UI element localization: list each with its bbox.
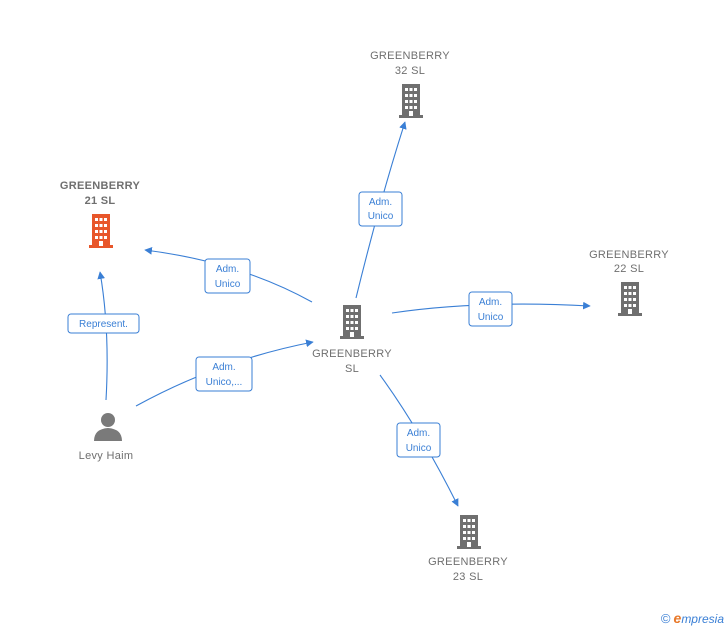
node-greenberry-22-sl[interactable]: GREENBERRY 22 SL [589,249,669,316]
building-icon [618,282,642,316]
svg-text:GREENBERRY: GREENBERRY [60,180,141,192]
edge-label-represent[interactable]: Represent. [67,313,140,334]
edge-label-22[interactable]: Adm. Unico [468,291,513,327]
building-icon [399,84,423,118]
node-greenberry-21-sl[interactable]: GREENBERRY 21 SL [60,180,141,248]
edge-label-32[interactable]: Adm. Unico [358,191,403,227]
svg-text:23 SL: 23 SL [453,571,483,583]
svg-text:GREENBERRY: GREENBERRY [589,249,669,261]
edge-line-represent [97,271,108,401]
svg-text:Adm.: Adm. [369,197,392,208]
svg-text:Adm.: Adm. [212,362,235,373]
footer-brand: ©empresia [661,610,724,626]
svg-text:Unico,...: Unico,... [206,377,243,388]
node-greenberry-sl[interactable]: GREENBERRY SL [312,305,392,375]
building-icon [89,214,113,248]
node-levy-haim[interactable]: Levy Haim [79,413,134,462]
svg-text:GREENBERRY: GREENBERRY [428,556,508,568]
building-icon [340,305,364,339]
svg-text:22 SL: 22 SL [614,263,644,275]
svg-text:GREENBERRY: GREENBERRY [370,50,450,62]
edge-label-21[interactable]: Adm. Unico [204,258,251,294]
svg-text:Unico: Unico [215,279,241,290]
edge-label-23[interactable]: Adm. Unico [396,422,441,458]
svg-text:Represent.: Represent. [79,319,128,330]
node-greenberry-23-sl[interactable]: GREENBERRY 23 SL [428,515,508,583]
building-icon [457,515,481,549]
svg-text:GREENBERRY: GREENBERRY [312,348,392,360]
svg-text:Adm.: Adm. [407,428,430,439]
brand-logo-e: e [673,610,682,626]
brand-name: mpresia [681,612,724,626]
svg-text:32 SL: 32 SL [395,65,425,77]
copyright-symbol: © [660,611,671,626]
svg-text:Levy Haim: Levy Haim [79,450,134,462]
svg-text:Adm.: Adm. [479,297,502,308]
svg-text:Unico: Unico [478,312,504,323]
person-icon [94,413,122,441]
edge-label-levy[interactable]: Adm. Unico,... [195,356,253,392]
svg-text:SL: SL [345,363,359,375]
svg-text:Adm.: Adm. [216,264,239,275]
node-greenberry-32-sl[interactable]: GREENBERRY 32 SL [370,50,450,118]
svg-text:Unico: Unico [368,211,394,222]
svg-text:Unico: Unico [406,443,432,454]
svg-text:21 SL: 21 SL [85,195,116,207]
